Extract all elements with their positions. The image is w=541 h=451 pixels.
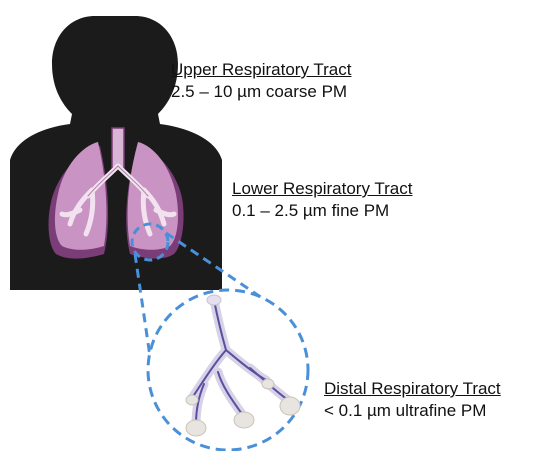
upper-tract-range: 2.5 – 10 µm coarse PM: [171, 81, 351, 103]
lower-tract-label: Lower Respiratory Tract 0.1 – 2.5 µm fin…: [232, 178, 412, 222]
magnified-circle: [148, 290, 308, 450]
lower-tract-heading: Lower Respiratory Tract: [232, 178, 412, 200]
upper-tract-label: Upper Respiratory Tract 2.5 – 10 µm coar…: [171, 59, 351, 103]
distal-tract-heading: Distal Respiratory Tract: [324, 378, 501, 400]
upper-tract-heading: Upper Respiratory Tract: [171, 59, 351, 81]
distal-tract-label: Distal Respiratory Tract < 0.1 µm ultraf…: [324, 378, 501, 422]
distal-tract-range: < 0.1 µm ultrafine PM: [324, 400, 501, 422]
lower-tract-range: 0.1 – 2.5 µm fine PM: [232, 200, 412, 222]
